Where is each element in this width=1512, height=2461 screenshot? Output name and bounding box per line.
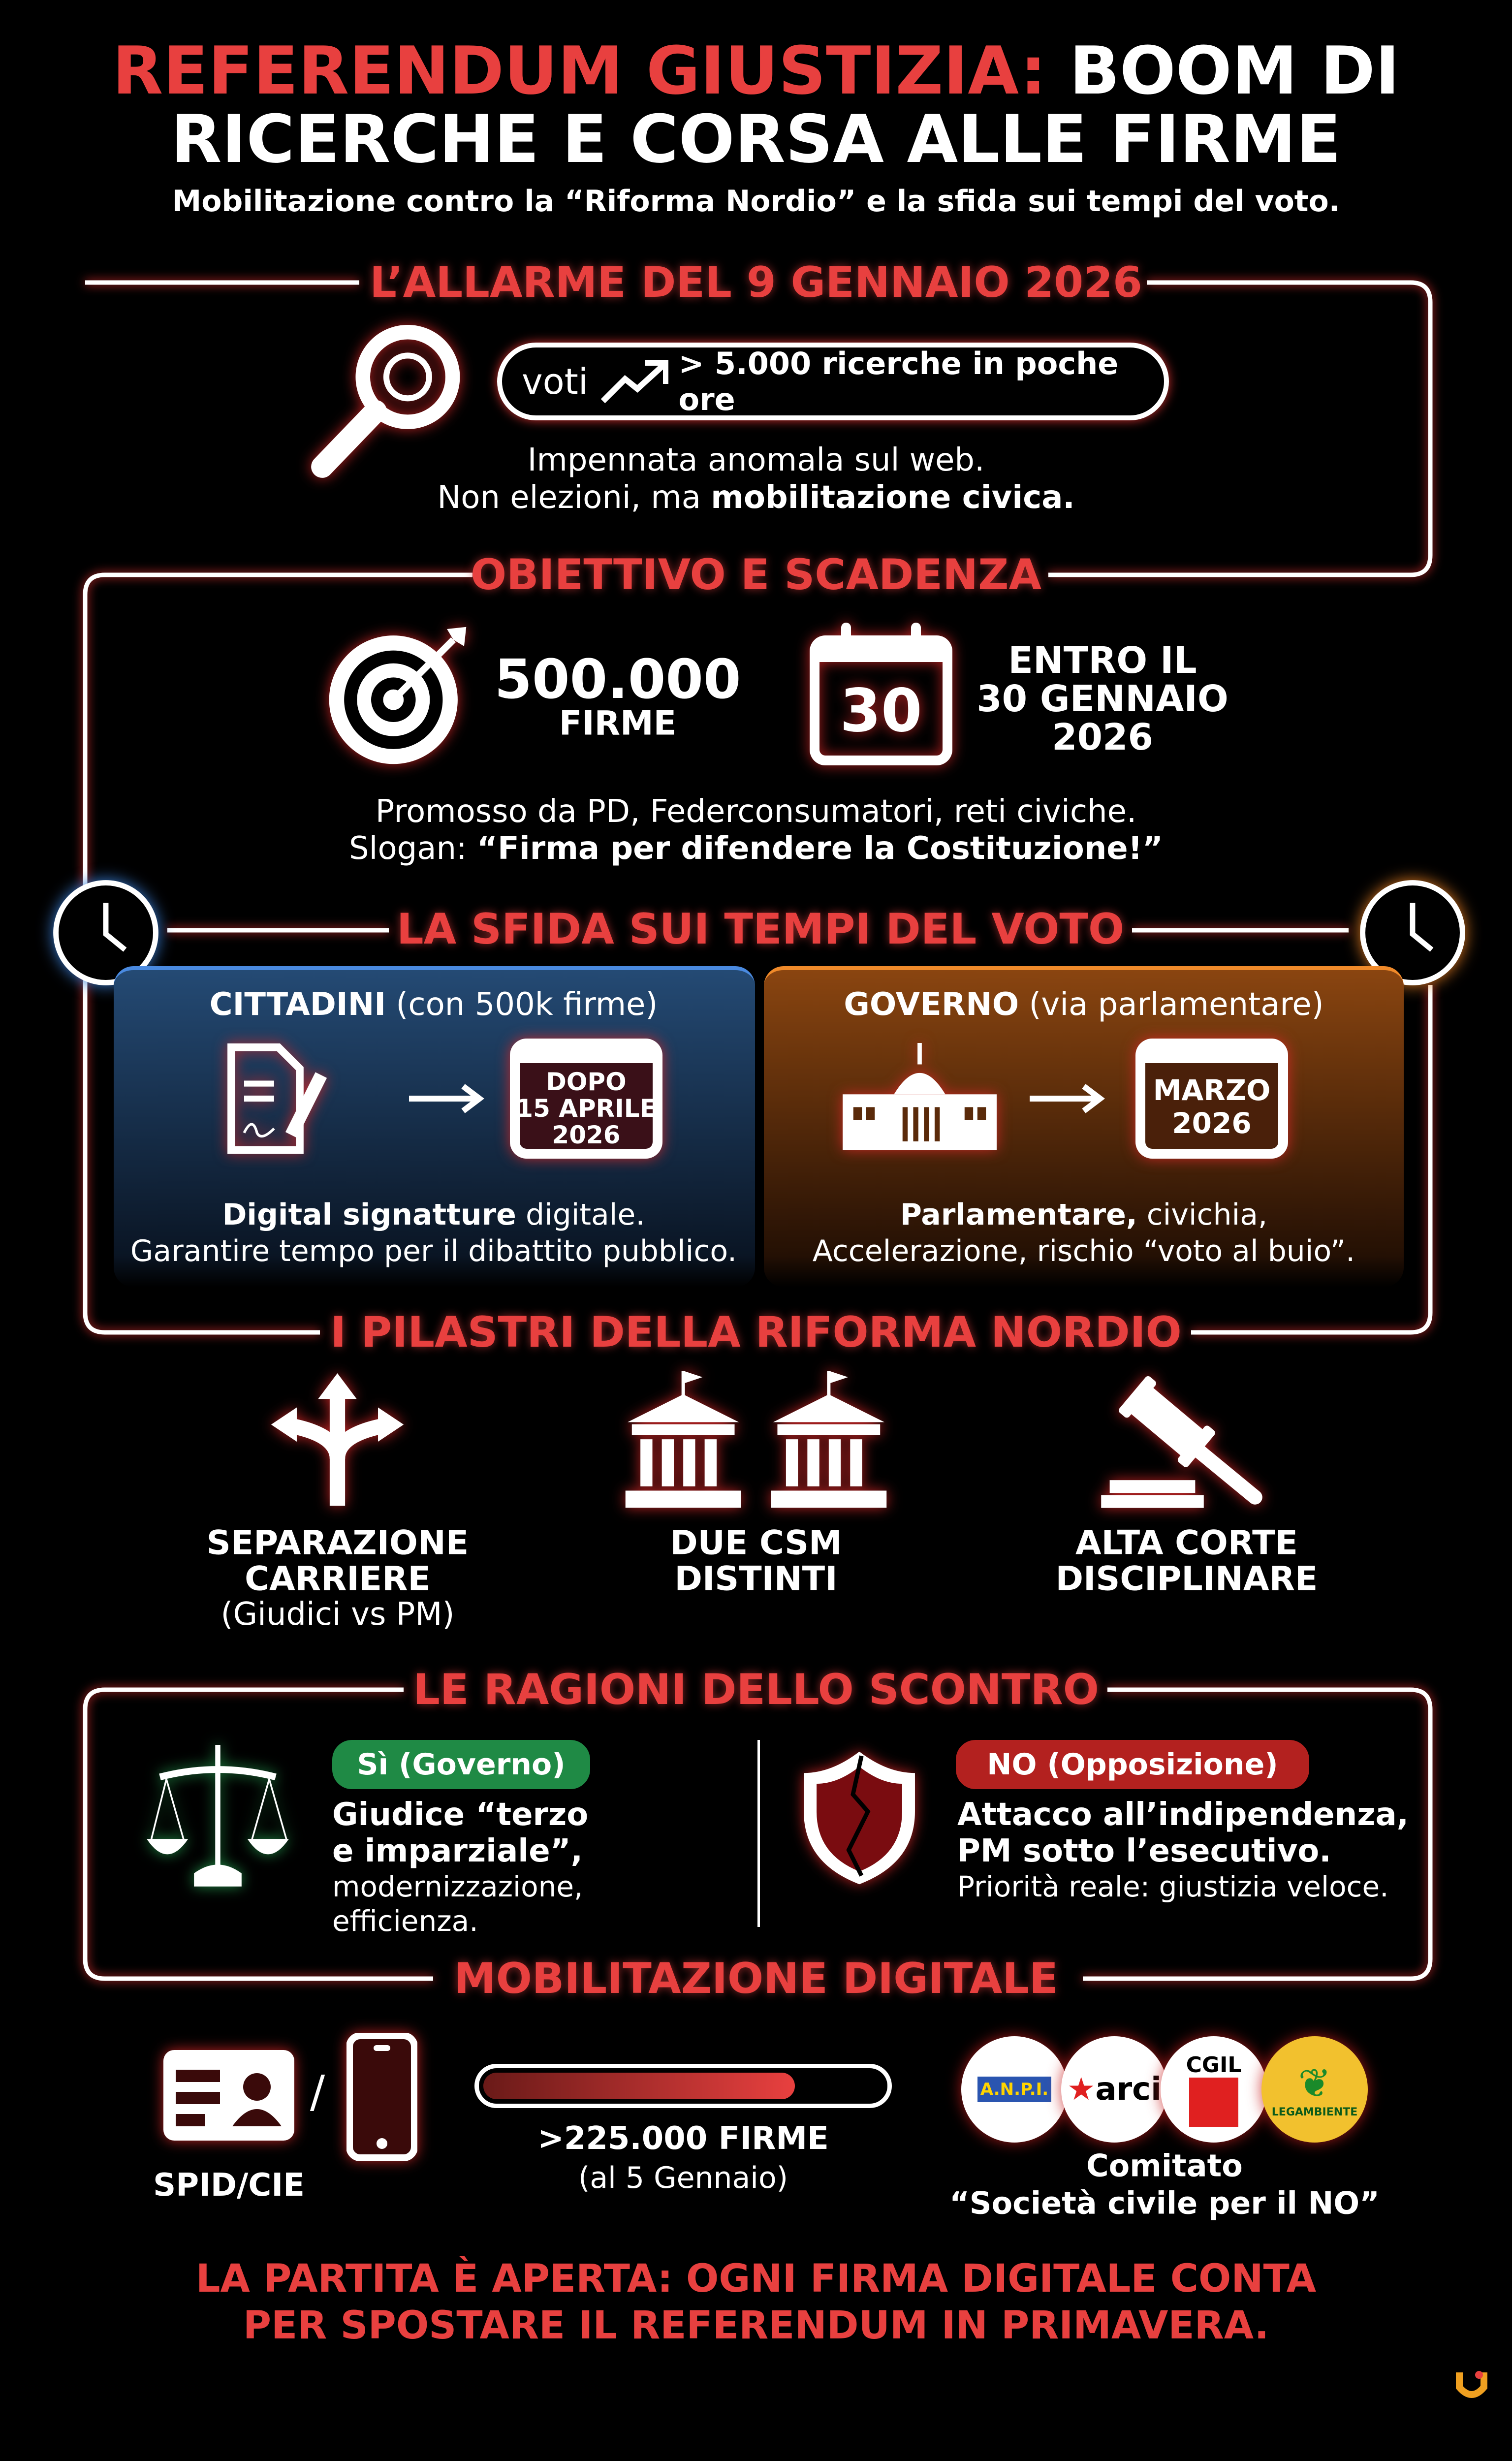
government-panel: GOVERNO (via parlamentare) MARZO 2026 Pa… xyxy=(764,966,1404,1287)
calendar-icon-citizens: DOPO 15 APRILE 2026 xyxy=(510,1039,662,1159)
government-desc-line1: Parlamentare, civichia, xyxy=(900,1198,1268,1232)
clock-icon-left xyxy=(53,880,158,985)
date-line: MARZO xyxy=(1153,1073,1271,1107)
date-line: 2026 xyxy=(1172,1106,1252,1140)
alarm-line1: Impennata anomala sul web. xyxy=(527,442,985,478)
arrow-right-icon xyxy=(1030,1084,1105,1113)
footer-line2: PER SPOSTARE IL REFERENDUM IN PRIMAVERA. xyxy=(243,2303,1269,2348)
magnifier-icon xyxy=(311,324,460,478)
title-line1: REFERENDUM GIUSTIZIA: BOOM DI xyxy=(112,32,1400,109)
broken-shield-icon xyxy=(804,1751,915,1885)
pillar-1-line1: SEPARAZIONE xyxy=(206,1523,469,1563)
section-heading-pillars: I PILASTRI DELLA RIFORMA NORDIO xyxy=(330,1308,1182,1357)
deadline-line2: 30 GENNAIO xyxy=(976,678,1228,720)
logo-legambiente: ❦LEGAMBIENTE xyxy=(1261,2036,1368,2143)
pillar-3-line2: DISCIPLINARE xyxy=(1055,1559,1318,1599)
calendar-day: 30 xyxy=(840,677,922,746)
arrow-right-icon xyxy=(409,1084,484,1113)
citizens-desc-line2: Garantire tempo per il dibattito pubblic… xyxy=(130,1234,737,1268)
pillar-1-sub: (Giudici vs PM) xyxy=(220,1596,455,1633)
subtitle: Mobilitazione contro la “Riforma Nordio”… xyxy=(172,184,1340,219)
scales-icon xyxy=(147,1745,289,1887)
gavel-icon xyxy=(1101,1376,1262,1508)
signature-goal: 500.000 xyxy=(494,648,741,711)
no-text: Attacco all’indipendenza,PM sotto l’esec… xyxy=(957,1797,1409,1903)
yes-badge: Sì (Governo) xyxy=(332,1740,590,1789)
signature-progress-bar xyxy=(474,2064,892,2108)
pillar-2-line1: DUE CSM xyxy=(670,1523,842,1563)
date-line: DOPO xyxy=(546,1068,627,1096)
logo-cgil: CGIL xyxy=(1161,2036,1267,2143)
smartphone-icon xyxy=(346,2033,417,2161)
pillar-3-line1: ALTA CORTE xyxy=(1075,1523,1298,1563)
brand-mark-icon xyxy=(1456,2371,1487,2398)
search-result: > 5.000 ricerche in poche ore xyxy=(678,346,1119,417)
signature-goal-label: FIRME xyxy=(559,704,677,743)
pillar-2-line2: DISTINTI xyxy=(674,1559,838,1599)
split-arrows-icon xyxy=(271,1373,404,1506)
clock-icon-right xyxy=(1360,880,1465,985)
promoters: Promosso da PD, Federconsumatori, reti c… xyxy=(375,793,1137,830)
logo-anpi: A.N.P.I. xyxy=(961,2036,1068,2143)
divider xyxy=(757,1740,760,1927)
government-desc-line2: Accelerazione, rischio “voto al buio”. xyxy=(812,1234,1355,1268)
committee-line2: “Società civile per il NO” xyxy=(949,2185,1380,2221)
progress-fill xyxy=(483,2073,795,2099)
section-heading-digital: MOBILITAZIONE DIGITALE xyxy=(454,1954,1058,2003)
trend-up-icon xyxy=(600,360,669,404)
section-heading-timing: LA SFIDA SUI TEMPI DEL VOTO xyxy=(396,905,1125,954)
citizens-panel: CITTADINI (con 500k firme) DOPO 15 APRIL… xyxy=(114,966,755,1287)
search-bar: voti > 5.000 ricerche in poche ore xyxy=(497,343,1169,420)
target-icon xyxy=(329,627,467,764)
section-heading-alarm: L’ALLARME DEL 9 GENNAIO 2026 xyxy=(370,258,1142,307)
committee-line1: Comitato xyxy=(1086,2147,1243,2184)
pillar-1-line2: CARRIERE xyxy=(245,1559,431,1599)
footer-line1: LA PARTITA È APERTA: OGNI FIRMA DIGITALE… xyxy=(195,2257,1317,2301)
separator-slash: / xyxy=(310,2066,325,2118)
date-line: 2026 xyxy=(552,1121,621,1149)
deadline-line3: 2026 xyxy=(1052,716,1153,758)
deadline-line1: ENTRO IL xyxy=(1008,639,1197,682)
search-term: voti xyxy=(522,361,588,402)
section-heading-reasons: LE RAGIONI DELLO SCONTRO xyxy=(413,1665,1099,1714)
spid-cie-label: SPID/CIE xyxy=(153,2167,305,2204)
citizens-desc-line1: Digital signatture digitale. xyxy=(222,1198,645,1232)
parliament-icon xyxy=(843,1043,997,1150)
slogan: Slogan: “Firma per difendere la Costituz… xyxy=(349,830,1163,867)
citizens-title: CITTADINI (con 500k firme) xyxy=(209,986,658,1023)
government-title: GOVERNO (via parlamentare) xyxy=(844,986,1324,1023)
alarm-line2: Non elezioni, ma mobilitazione civica. xyxy=(437,479,1075,516)
signatures-count: >225.000 FIRME xyxy=(537,2120,829,2157)
calendar-icon-government: MARZO 2026 xyxy=(1135,1039,1288,1159)
logo-arci: ★arci xyxy=(1061,2036,1167,2143)
calendar-icon: 30 xyxy=(810,623,952,765)
section-heading-goal: OBIETTIVO E SCADENZA xyxy=(470,550,1042,599)
id-card-icon xyxy=(163,2050,294,2141)
no-badge: NO (Opposizione) xyxy=(956,1740,1309,1789)
signed-document-icon xyxy=(227,1043,327,1154)
date-line: 15 APRILE xyxy=(516,1094,657,1123)
signatures-date: (al 5 Gennaio) xyxy=(578,2161,788,2195)
title-line2: RICERCHE E CORSA ALLE FIRME xyxy=(171,101,1341,178)
courthouse-icon xyxy=(625,1371,887,1508)
